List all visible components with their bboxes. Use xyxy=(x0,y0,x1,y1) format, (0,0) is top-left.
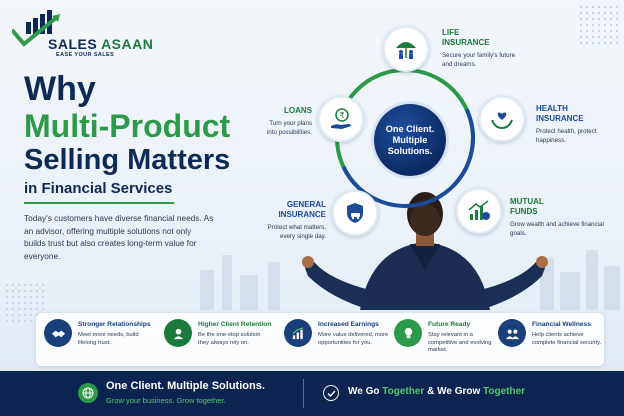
benefit-future-ready: Future Ready Stay relevant in a competit… xyxy=(388,313,501,366)
shield-car-icon xyxy=(347,203,363,223)
dot-pattern xyxy=(578,4,622,44)
loans-text: LOANS Turn your plans into possibilities… xyxy=(266,106,312,136)
general-insurance-node[interactable] xyxy=(332,190,378,236)
brand-name: SALES ASAAN xyxy=(48,36,154,52)
intro-paragraph: Today's customers have diverse financial… xyxy=(24,213,214,261)
loans-node[interactable]: ₹ xyxy=(318,96,364,142)
footer-divider xyxy=(303,379,304,408)
lightbulb-icon xyxy=(394,319,422,347)
footer-subline: Grow your business. Grow together. xyxy=(106,396,226,405)
benefit-stronger-relationships: Stronger Relationships Meet more needs, … xyxy=(38,313,151,366)
businessman-illustration xyxy=(302,192,548,310)
benefit-increased-earnings: Increased Earnings More value delivered,… xyxy=(278,313,391,366)
growth-chart-icon xyxy=(468,200,490,220)
footer-slogan: We Go Together & We Grow Together xyxy=(348,386,526,397)
logo-chart-icon xyxy=(12,10,60,47)
benefits-bar: Stronger Relationships Meet more needs, … xyxy=(36,313,604,366)
headline-selling-matters: Selling Matters xyxy=(24,144,231,176)
heart-hands-icon xyxy=(491,112,513,130)
earnings-chart-icon xyxy=(284,319,312,347)
umbrella-family-icon xyxy=(396,42,416,59)
benefit-financial-wellness: Financial Wellness Help clients achieve … xyxy=(492,313,605,366)
headline-why: Why xyxy=(24,70,96,108)
headline-underline xyxy=(24,202,174,204)
checkmark-icon xyxy=(323,385,339,401)
footer-banner: One Client. Multiple Solutions. Grow you… xyxy=(0,371,624,416)
headline-multi-product: Multi-Product xyxy=(24,108,231,144)
mutual-funds-node[interactable] xyxy=(456,188,502,234)
handshake-icon xyxy=(44,319,72,347)
health-insurance-node[interactable] xyxy=(479,96,525,142)
people-icon xyxy=(498,319,526,347)
brand-logo[interactable]: SALES ASAAN EASE YOUR SALES xyxy=(12,8,172,58)
client-retention-icon xyxy=(164,319,192,347)
brand-tagline: EASE YOUR SALES xyxy=(56,52,115,58)
center-message: One Client. Multiple Solutions. xyxy=(374,104,446,176)
rupee-hand-icon: ₹ xyxy=(331,108,351,129)
svg-text:₹: ₹ xyxy=(339,111,344,120)
city-skyline xyxy=(0,240,624,310)
footer-headline: One Client. Multiple Solutions. xyxy=(106,380,265,392)
life-insurance-node[interactable] xyxy=(383,26,429,72)
globe-icon xyxy=(78,383,98,403)
benefit-higher-client-retention: Higher Client Retention Be the one-stop … xyxy=(158,313,271,366)
headline-financial-services: in Financial Services xyxy=(24,180,173,197)
